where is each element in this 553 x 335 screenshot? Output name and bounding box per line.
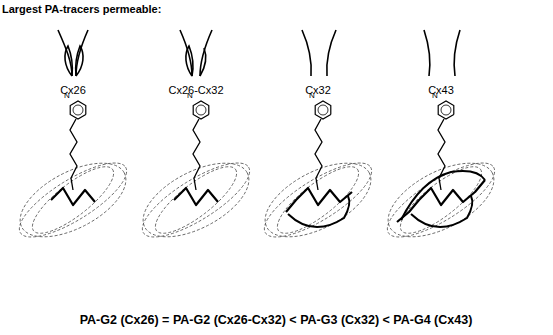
dashed-ellipse bbox=[10, 150, 136, 250]
dashed-ellipse bbox=[392, 157, 491, 244]
dashed-ellipse bbox=[254, 148, 383, 252]
dashed-ellipse bbox=[133, 150, 259, 250]
tracer-molecule bbox=[9, 101, 138, 252]
dashed-ellipse bbox=[132, 148, 261, 252]
aromatic-circle bbox=[196, 105, 206, 115]
aromatic-ring bbox=[193, 101, 209, 119]
tracer-molecule bbox=[254, 101, 383, 252]
connexin-label: Cx43 bbox=[428, 84, 454, 96]
permeability-order: PA-G2 (Cx26) = PA-G2 (Cx26-Cx32) < PA-G3… bbox=[80, 314, 473, 328]
atom-label: N bbox=[309, 92, 315, 101]
aromatic-circle bbox=[441, 105, 451, 115]
dashed-ellipse bbox=[378, 150, 504, 250]
tracer-molecules bbox=[9, 101, 506, 252]
dendron-core bbox=[174, 188, 218, 205]
connexin-label: Cx32 bbox=[305, 84, 331, 96]
tracer-molecule bbox=[377, 101, 506, 252]
pore-shapes bbox=[58, 30, 460, 76]
dashed-ellipse bbox=[9, 148, 138, 252]
atom-label: N bbox=[64, 92, 70, 101]
figure-title: Largest PA-tracers permeable: bbox=[2, 3, 161, 15]
atom-label: N bbox=[187, 92, 193, 101]
aromatic-circle bbox=[318, 105, 328, 115]
dashed-ellipse bbox=[269, 157, 368, 244]
tracer-molecule bbox=[132, 101, 261, 252]
aromatic-ring bbox=[70, 101, 86, 119]
dendron-arc bbox=[288, 196, 349, 227]
linker-chain bbox=[438, 119, 445, 190]
linker-chain bbox=[315, 119, 322, 190]
dashed-ellipse bbox=[377, 148, 506, 252]
dashed-ellipse bbox=[147, 157, 246, 244]
dendron-core bbox=[51, 188, 95, 205]
aromatic-circle bbox=[73, 105, 83, 115]
dashed-ellipse bbox=[24, 157, 123, 244]
linker-chain bbox=[193, 119, 200, 190]
aromatic-ring bbox=[438, 101, 454, 119]
connexin-label: Cx26 bbox=[60, 84, 86, 96]
dendron-arc bbox=[401, 171, 485, 220]
dashed-ellipse bbox=[255, 150, 381, 250]
connexin-label: Cx26-Cx32 bbox=[168, 84, 223, 96]
dendron-arc bbox=[411, 196, 472, 227]
atom-label: N bbox=[432, 92, 438, 101]
aromatic-ring bbox=[315, 101, 331, 119]
dendron-core bbox=[286, 188, 352, 212]
linker-chain bbox=[70, 119, 77, 190]
